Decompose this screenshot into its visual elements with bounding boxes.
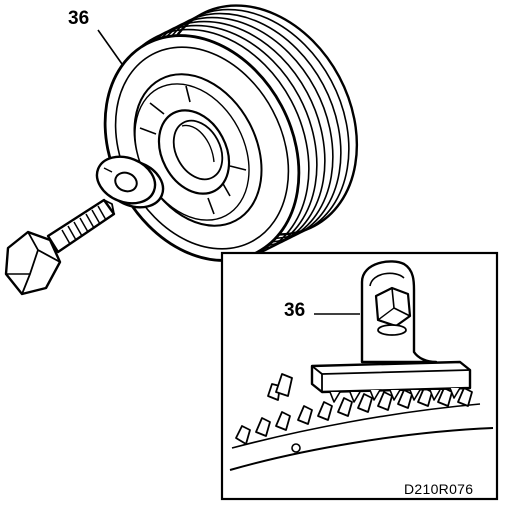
washer <box>95 155 165 209</box>
pulley-web-ribs <box>139 85 247 215</box>
bolt-threads <box>61 205 107 245</box>
callout-label-inset: 36 <box>284 300 306 321</box>
flywheel-ring <box>229 403 494 471</box>
crankshaft-pulley <box>97 4 359 262</box>
detail-inset <box>220 251 499 501</box>
ring-gear-mark <box>291 443 301 453</box>
callout-label-pulley: 36 <box>68 8 90 29</box>
figure-reference-code: D210R076 <box>404 481 474 497</box>
bolt <box>4 198 116 296</box>
tool-bolt <box>374 286 412 336</box>
callout-leader-line <box>97 29 123 65</box>
